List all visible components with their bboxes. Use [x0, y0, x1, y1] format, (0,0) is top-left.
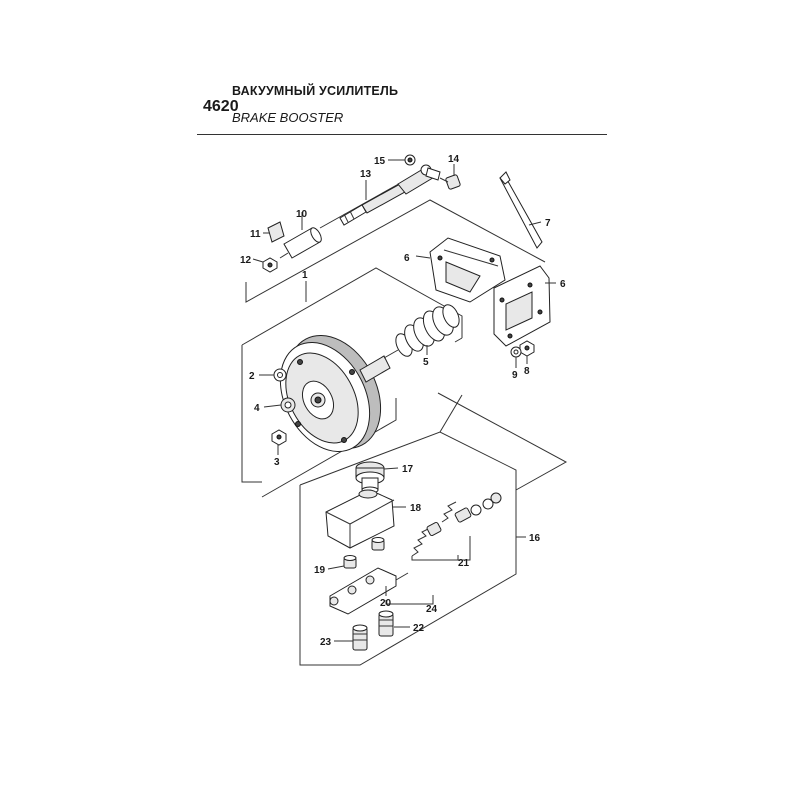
header-divider: [197, 134, 607, 135]
callout-6a: 6: [404, 253, 410, 264]
callout-24: 24: [426, 604, 438, 615]
callout-6b: 6: [560, 279, 566, 290]
frame-booster: [241, 267, 463, 346]
mounting-bracket-upper: [429, 237, 506, 303]
callout-19: 19: [314, 565, 326, 576]
callout-16: 16: [529, 533, 541, 544]
callout-9: 9: [512, 370, 518, 381]
master-cylinder-body: [329, 567, 409, 615]
callout-17: 17: [402, 464, 414, 475]
frame-booster-right: [454, 337, 463, 343]
spacer-tube: [279, 227, 322, 259]
callout-5: 5: [423, 357, 429, 368]
callout-14: 14: [448, 154, 460, 165]
push-rod-assembly: [319, 164, 441, 229]
grommet-left: [343, 555, 357, 569]
callout-20: 20: [380, 598, 392, 609]
nut-12: [262, 257, 278, 273]
boot-bellows: [395, 304, 460, 357]
frame-booster-left: [241, 345, 262, 483]
section-title-ru: ВАКУУМНЫЙ УСИЛИТЕЛЬ: [232, 84, 399, 98]
piston-spring-assembly: [411, 492, 502, 557]
callout-3: 3: [274, 457, 280, 468]
callout-2: 2: [249, 371, 255, 382]
callout-11: 11: [250, 229, 261, 240]
callout-7: 7: [545, 218, 551, 229]
callout-18: 18: [410, 503, 422, 514]
frame-upper: [245, 199, 546, 303]
grommet-right: [371, 537, 385, 551]
callout-8: 8: [524, 366, 530, 377]
clip-nut-top: [404, 154, 416, 166]
washer-2: [273, 368, 287, 382]
nut-8: [519, 340, 535, 357]
callout-13: 13: [360, 169, 372, 180]
washer-9: [510, 346, 522, 358]
clip-bracket: [267, 221, 285, 243]
brake-booster-body: [279, 334, 399, 453]
bracket-strip: [499, 171, 543, 249]
fitting-22: [378, 610, 394, 637]
mounting-plate-lower: [493, 265, 551, 347]
callout-21: 21: [458, 558, 470, 569]
fluid-reservoir: [325, 489, 395, 549]
reservoir-cap: [355, 461, 385, 494]
callout-4: 4: [254, 403, 260, 414]
section-code: 4620: [203, 98, 239, 115]
section-title-en: BRAKE BOOSTER: [232, 110, 344, 125]
callout-labels: 1 2 3 4 5 6 6 7 8 9 10 11 12 13 14 15 16…: [240, 154, 566, 648]
leader-lines: [252, 159, 556, 642]
seal-4: [280, 397, 296, 413]
callout-22: 22: [413, 623, 425, 634]
fitting-23: [352, 624, 368, 651]
callout-12: 12: [240, 255, 252, 266]
callout-1: 1: [302, 270, 308, 281]
callout-15: 15: [374, 156, 386, 167]
clevis-pin: [439, 174, 461, 190]
frame-booster-bottom: [261, 398, 397, 498]
nut-3: [271, 429, 287, 446]
callout-23: 23: [320, 637, 332, 648]
callout-10: 10: [296, 209, 308, 220]
